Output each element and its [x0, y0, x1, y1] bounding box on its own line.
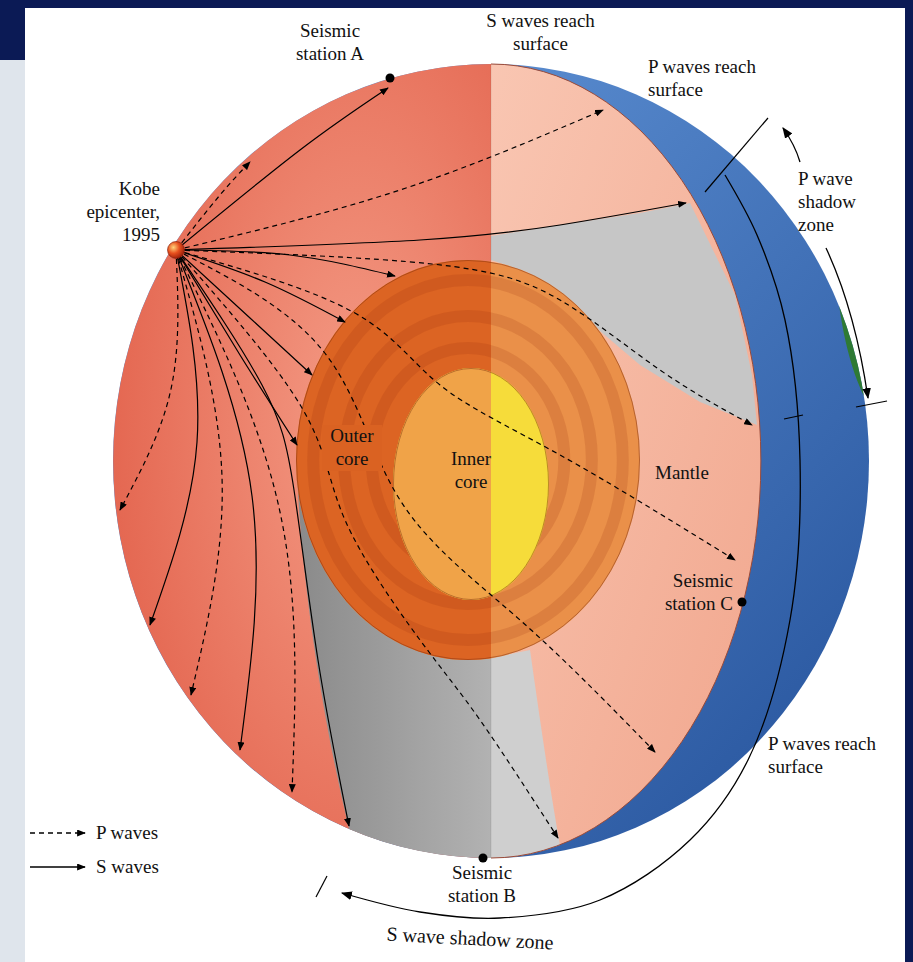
- legend-text: P waves: [96, 822, 158, 845]
- p-wave-path: [176, 250, 295, 792]
- station-label: Seismic station B: [432, 862, 532, 908]
- legend-swatch: [28, 861, 88, 873]
- s-wave-path: [176, 88, 388, 250]
- s-wave-path: [176, 203, 686, 250]
- wave-note: P waves reach surface: [768, 733, 903, 779]
- p-wave-path: [176, 250, 558, 838]
- core-label: Inner core: [441, 448, 501, 494]
- core-outline: [297, 261, 640, 660]
- legend-swatch: [28, 827, 88, 839]
- epicenter-dot: [168, 242, 185, 259]
- page-ground: [25, 8, 905, 962]
- s-wave-path: [176, 250, 349, 826]
- inner-core-region: Inner core: [393, 368, 549, 600]
- shadow-tick: [705, 118, 768, 192]
- outer-core-region: Outer coreInner core: [296, 260, 640, 660]
- layer-label: Mantle: [655, 462, 735, 485]
- p-wave-path: [120, 250, 178, 510]
- legend-text: S waves: [96, 856, 159, 879]
- core-fill: [393, 368, 491, 600]
- p-wave-path: [176, 162, 250, 250]
- legend-entry: P waves: [28, 822, 158, 845]
- legend-line: [30, 867, 85, 868]
- station-dot: [386, 74, 395, 83]
- core-outline: [394, 369, 549, 600]
- p-wave-path: [176, 110, 603, 250]
- globe-ocean: [113, 64, 869, 858]
- slide-edge: [0, 60, 25, 962]
- s-wave-path: [176, 250, 297, 445]
- station-dot: [738, 598, 747, 607]
- p-wave-path: [176, 250, 655, 752]
- s-shadow-region-light: [491, 650, 560, 858]
- legend-line: [30, 833, 85, 834]
- epicenter-label: Kobe epicenter, 1995: [70, 178, 160, 246]
- core-fill: [296, 260, 640, 660]
- station-label: Seismic station A: [280, 20, 380, 66]
- s-wave-path: [150, 250, 198, 625]
- p-wave-path: [176, 250, 222, 695]
- wave-note: P waves reach surface: [648, 56, 783, 102]
- station-label: Seismic station C: [633, 570, 733, 616]
- s-wave-path: [176, 250, 312, 375]
- shadow-tick: [316, 876, 327, 897]
- shadow-tick: [856, 401, 887, 407]
- core-label: Outer core: [322, 425, 382, 471]
- s-wave-path: [176, 250, 345, 322]
- zone-label: P wave shadow zone: [798, 168, 873, 236]
- p-wave-path: [176, 250, 752, 425]
- core-fill: [393, 368, 549, 600]
- core-fill: [296, 260, 491, 660]
- shadow-arrow: [783, 128, 800, 162]
- shadow-tick: [784, 415, 803, 419]
- s-wave-path: [176, 250, 256, 750]
- shadow-arrow: [826, 248, 868, 398]
- station-dot: [479, 854, 488, 863]
- coastal-water: [700, 70, 748, 150]
- wave-note: S waves reach surface: [478, 10, 603, 56]
- legend-entry: S waves: [28, 856, 159, 879]
- core-stripe: [313, 280, 623, 640]
- p-wave-path: [176, 250, 735, 560]
